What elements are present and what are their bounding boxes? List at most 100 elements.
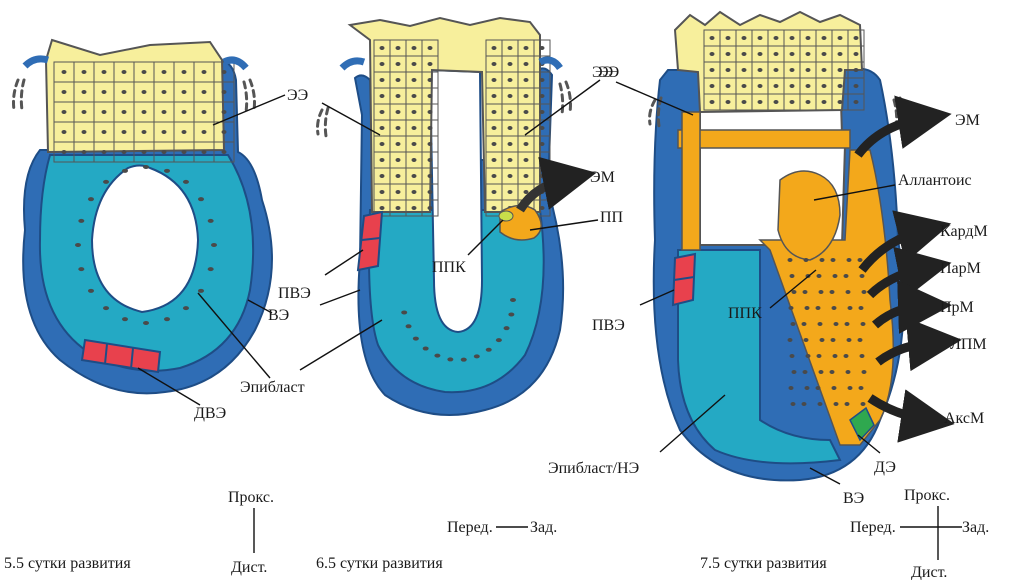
cell-nucleus	[847, 258, 852, 262]
stage3-caption: 7.5 сутки развития	[700, 555, 827, 572]
cell-nucleus	[396, 142, 401, 146]
cell-nucleus	[461, 358, 467, 362]
cell-nucleus	[423, 347, 429, 351]
cell-nucleus	[412, 94, 417, 98]
cell-nucleus	[396, 158, 401, 162]
cell-nucleus	[396, 94, 401, 98]
cell-nucleus	[524, 174, 529, 178]
cell-nucleus	[774, 52, 779, 56]
cell-nucleus	[182, 110, 187, 114]
cell-nucleus	[844, 354, 849, 358]
cell-nucleus	[508, 158, 513, 162]
stage1-label-ee: ЭЭ	[287, 87, 308, 104]
axis-post-right: Зад.	[962, 519, 989, 536]
cell-nucleus	[838, 52, 843, 56]
cell-nucleus	[380, 126, 385, 130]
cell-nucleus	[854, 68, 859, 72]
cell-nucleus	[492, 174, 497, 178]
cell-nucleus	[805, 386, 810, 390]
cell-nucleus	[790, 354, 795, 358]
stage3-label-pve: ПВЭ	[592, 317, 625, 334]
cell-nucleus	[831, 258, 836, 262]
cell-nucleus	[861, 402, 866, 406]
cell-nucleus	[208, 267, 214, 271]
cell-nucleus	[726, 100, 731, 104]
cell-nucleus	[726, 68, 731, 72]
cell-nucleus	[412, 174, 417, 178]
cell-nucleus	[412, 142, 417, 146]
cell-nucleus	[492, 142, 497, 146]
cell-nucleus	[492, 46, 497, 50]
cell-nucleus	[122, 130, 127, 134]
cell-nucleus	[508, 174, 513, 178]
stage1-caption: 5.5 сутки развития	[4, 555, 131, 572]
cell-nucleus	[803, 370, 808, 374]
cell-nucleus	[845, 402, 850, 406]
axis-dist-left: Дист.	[231, 559, 267, 576]
cell-nucleus	[182, 130, 187, 134]
cell-nucleus	[492, 206, 497, 210]
cell-nucleus	[510, 298, 516, 302]
cell-nucleus	[508, 313, 514, 317]
cell-nucleus	[508, 190, 513, 194]
cell-nucleus	[758, 84, 763, 88]
cell-nucleus	[492, 94, 497, 98]
cell-nucleus	[710, 68, 715, 72]
cell-nucleus	[62, 90, 67, 94]
cell-nucleus	[854, 36, 859, 40]
cell-nucleus	[710, 84, 715, 88]
cell-nucleus	[183, 306, 189, 310]
cell-nucleus	[844, 274, 849, 278]
cell-nucleus	[396, 62, 401, 66]
cell-nucleus	[182, 70, 187, 74]
cell-nucleus	[434, 354, 440, 358]
cell-nucleus	[492, 126, 497, 130]
cell-nucleus	[428, 190, 433, 194]
cell-nucleus	[412, 158, 417, 162]
cell-nucleus	[447, 357, 453, 361]
cell-nucleus	[142, 110, 147, 114]
cell-nucleus	[380, 78, 385, 82]
cell-nucleus	[62, 150, 67, 154]
cell-nucleus	[396, 126, 401, 130]
cell-nucleus	[492, 158, 497, 162]
cell-nucleus	[861, 322, 866, 326]
cell-nucleus	[143, 165, 149, 169]
cell-nucleus	[816, 386, 821, 390]
cell-nucleus	[412, 126, 417, 130]
cell-nucleus	[789, 306, 794, 310]
cell-nucleus	[540, 174, 545, 178]
cell-nucleus	[524, 110, 529, 114]
stage2-label-pve: ПВЭ	[278, 285, 311, 302]
cell-nucleus	[846, 290, 851, 294]
cell-nucleus	[832, 306, 837, 310]
cell-nucleus	[802, 322, 807, 326]
cell-nucleus	[396, 190, 401, 194]
cell-nucleus	[504, 326, 510, 330]
cell-nucleus	[788, 258, 793, 262]
cell-nucleus	[78, 219, 84, 223]
cell-nucleus	[102, 150, 107, 154]
cell-nucleus	[742, 52, 747, 56]
cell-nucleus	[508, 142, 513, 146]
cell-nucleus	[524, 94, 529, 98]
stage3-label-aksm: АксМ	[944, 410, 984, 427]
cell-nucleus	[830, 370, 835, 374]
cell-nucleus	[848, 386, 853, 390]
cell-nucleus	[524, 126, 529, 130]
cell-nucleus	[848, 306, 853, 310]
cell-nucleus	[122, 70, 127, 74]
cell-nucleus	[508, 94, 513, 98]
cell-nucleus	[858, 338, 863, 342]
axis-dist-right: Дист.	[911, 564, 947, 580]
cell-nucleus	[524, 46, 529, 50]
cell-nucleus	[819, 290, 824, 294]
cell-nucleus	[62, 70, 67, 74]
cell-nucleus	[726, 84, 731, 88]
cell-nucleus	[710, 36, 715, 40]
cell-nucleus	[396, 174, 401, 178]
cell-nucleus	[846, 370, 851, 374]
cell-nucleus	[102, 90, 107, 94]
stage3-amnion	[678, 130, 850, 148]
